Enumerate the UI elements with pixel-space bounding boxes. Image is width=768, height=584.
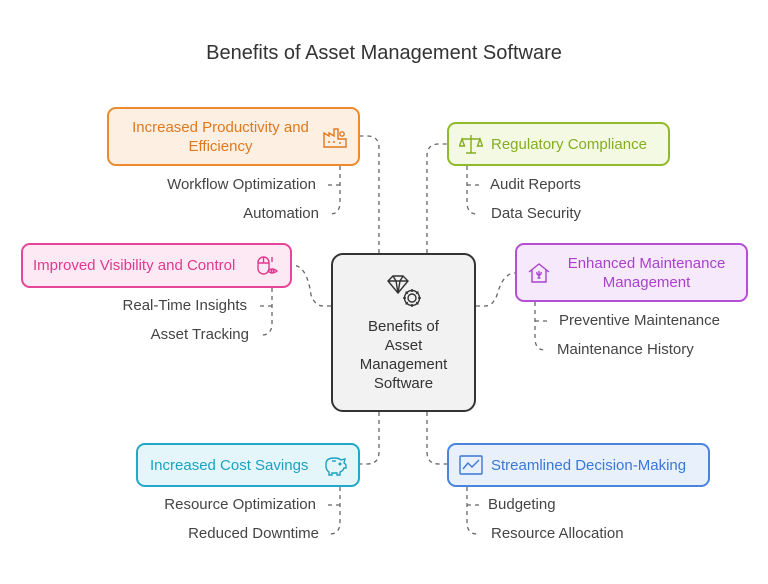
topic-visibility-label: Improved Visibility and Control	[33, 257, 236, 274]
sub-asset-tracking: Asset Tracking	[150, 326, 249, 343]
center-node: Benefits of Asset Management Software	[331, 253, 476, 412]
topic-compliance: Regulatory Compliance	[447, 122, 670, 166]
topic-cost: Increased Cost Savings	[136, 443, 360, 487]
topic-decision-label: Streamlined Decision-Making	[491, 456, 687, 474]
topic-productivity-label-line2: Efficiency	[188, 137, 253, 155]
center-label-line3: Management	[359, 356, 448, 373]
topic-maintenance: Enhanced Maintenance Management	[515, 243, 748, 302]
topic-decision: Streamlined Decision-Making	[447, 443, 710, 487]
house-wrench-icon	[527, 261, 551, 285]
sub-budgeting: Budgeting	[488, 496, 556, 513]
sub-data-security: Data Security	[491, 205, 582, 222]
sub-maintenance-history: Maintenance History	[557, 341, 694, 358]
center-label-line2: Asset	[384, 337, 423, 354]
center-label-line4: Software	[373, 375, 434, 392]
diagram-title: Benefits of Asset Management Software	[206, 42, 562, 64]
sub-automation: Automation	[243, 205, 319, 222]
topic-productivity: Increased Productivity and Efficiency	[107, 107, 360, 166]
sub-workflow-optimization: Workflow Optimization	[167, 176, 316, 193]
topic-productivity-label-line1: Increased Productivity and	[132, 118, 309, 136]
topic-maintenance-label-line1: Enhanced Maintenance	[567, 254, 726, 272]
sub-resource-allocation: Resource Allocation	[491, 525, 624, 542]
piggy-bank-icon	[322, 454, 348, 476]
sub-preventive-maintenance: Preventive Maintenance	[559, 312, 720, 329]
topic-maintenance-label-line2: Management	[602, 273, 691, 291]
sub-resource-optimization: Resource Optimization	[164, 496, 316, 513]
topic-compliance-label: Regulatory Compliance	[491, 135, 647, 153]
gem-gear-icon	[333, 273, 474, 311]
topic-cost-label: Increased Cost Savings	[150, 456, 309, 474]
sub-reduced-downtime: Reduced Downtime	[188, 525, 319, 542]
mouse-eye-icon	[256, 254, 280, 278]
scales-icon	[459, 133, 483, 155]
sub-real-time-insights: Real-Time Insights	[122, 297, 247, 314]
center-label-line1: Benefits of	[368, 318, 439, 335]
line-chart-icon	[459, 455, 483, 475]
sub-audit-reports: Audit Reports	[490, 176, 581, 193]
factory-icon	[322, 125, 348, 149]
topic-visibility: Improved Visibility and Control	[21, 243, 292, 288]
